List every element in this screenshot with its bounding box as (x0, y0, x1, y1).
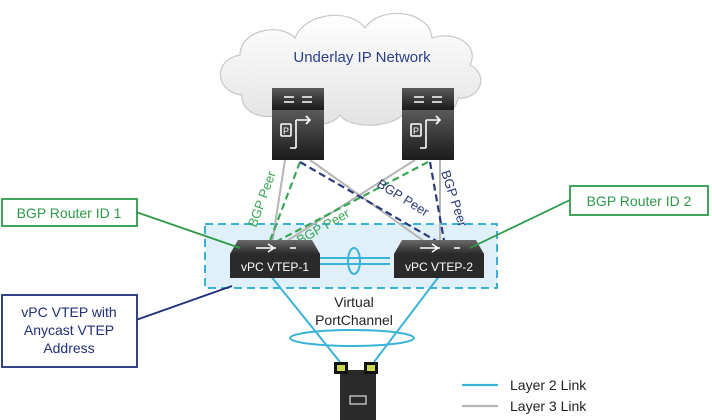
legend: Layer 2 Link Layer 3 Link (462, 377, 587, 414)
spine-switch-right: P (402, 88, 454, 160)
leaf-switch-icon (420, 243, 460, 253)
anycast-callout (1, 294, 138, 368)
cloud-label: Underlay IP Network (293, 49, 431, 66)
legend-layer2-label: Layer 2 Link (510, 377, 587, 393)
router-id-2-connector (469, 199, 571, 249)
vtep2-label: vPC VTEP-2 (405, 260, 473, 274)
vpc-label-line1: Virtual (334, 294, 373, 310)
svg-text:P: P (283, 126, 289, 136)
anycast-line3: Address (43, 340, 94, 356)
router-id-1-text: BGP Router ID 1 (17, 205, 122, 221)
server-host-icon (334, 362, 378, 420)
router-id-1-callout (1, 198, 138, 227)
router-id-2-text: BGP Router ID 2 (587, 193, 692, 209)
layer2-links (269, 247, 441, 363)
spine-switch-icon: P (410, 96, 442, 149)
router-id-2-callout (569, 185, 709, 216)
leaf-switch-vtep1: vPC VTEP-1 (230, 240, 320, 278)
router-id-1-connector (135, 211, 241, 249)
bgp-peer-links (266, 161, 447, 247)
leaf-switch-icon (256, 243, 296, 253)
anycast-line2: Anycast VTEP (24, 322, 114, 338)
bgp-peer-label-1: BGP Peer (245, 168, 279, 229)
leaf-switch-vtep2: vPC VTEP-2 (394, 240, 484, 278)
spine-switch-left: P (272, 88, 324, 160)
anycast-line1: vPC VTEP with (21, 304, 116, 320)
vpc-label-line2: PortChannel (315, 312, 393, 328)
vtep1-label: vPC VTEP-1 (241, 260, 309, 274)
spine-switch-icon: P (280, 96, 312, 149)
svg-text:P: P (413, 126, 419, 136)
legend-layer3-label: Layer 3 Link (510, 398, 587, 414)
anycast-connector (135, 285, 233, 321)
bgp-peer-label-4: BGP Peer (438, 168, 470, 229)
